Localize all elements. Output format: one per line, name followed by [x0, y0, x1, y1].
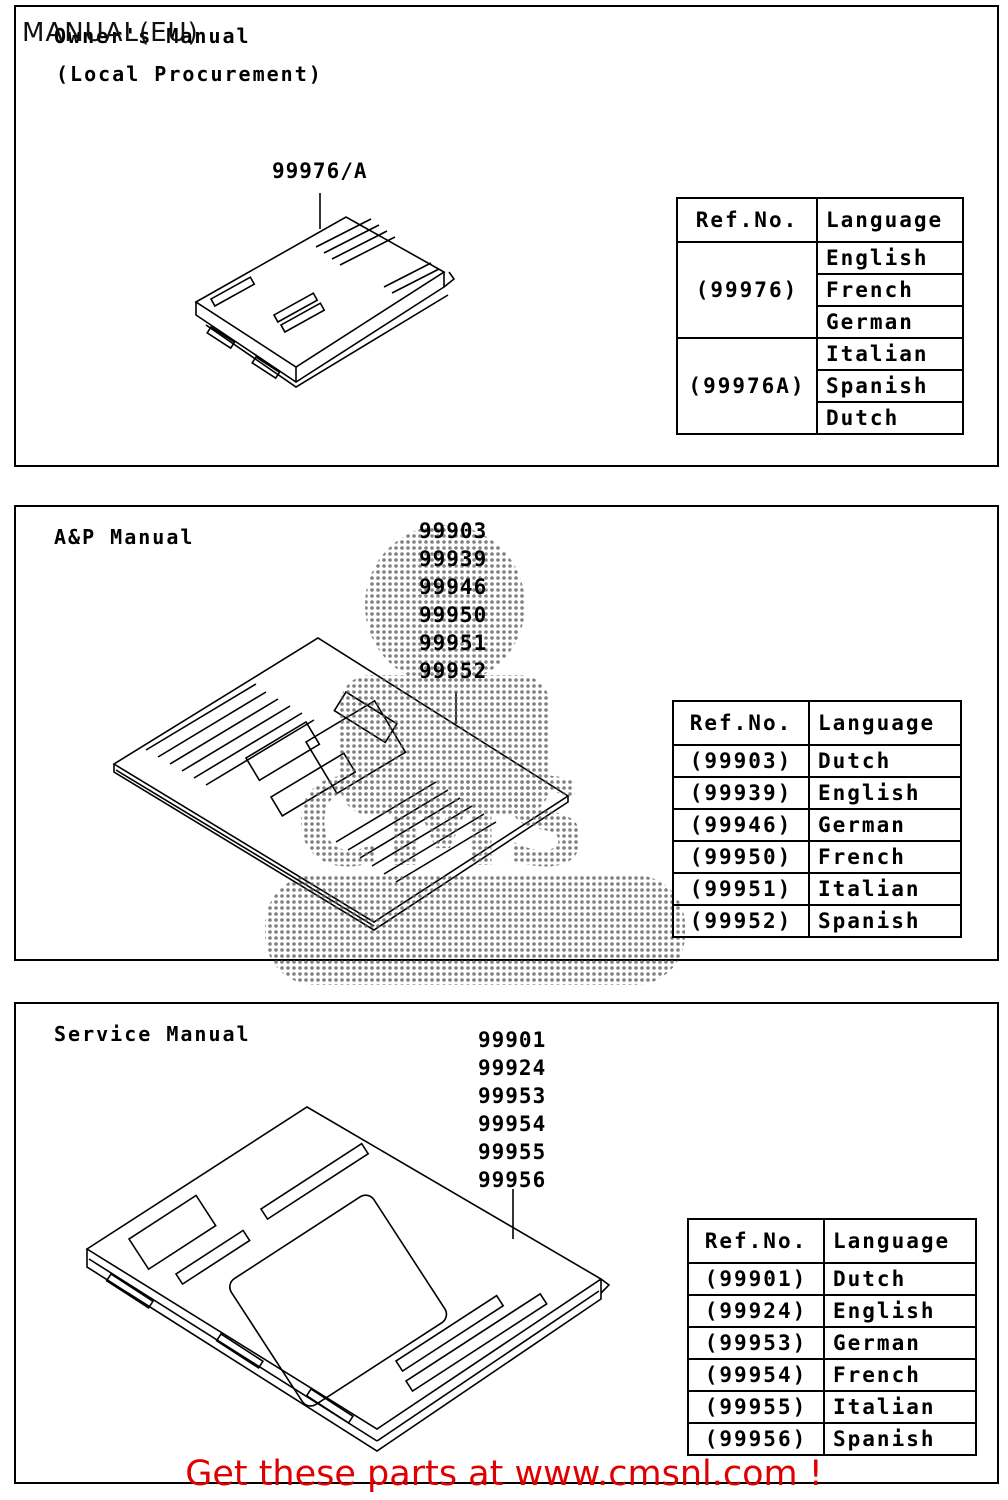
language-cell: Dutch — [816, 401, 964, 435]
ref-no-cell[interactable]: (99976) — [676, 241, 818, 339]
language-cell: French — [816, 273, 964, 307]
ref-no-cell[interactable]: (99954) — [687, 1358, 825, 1392]
callout-number[interactable]: 99955 — [478, 1140, 547, 1164]
table-row: (99952) Spanish — [672, 904, 962, 938]
ref-no-cell[interactable]: (99956) — [687, 1422, 825, 1456]
owners-manual-title: Owner's Manual — [54, 24, 251, 48]
callout-number[interactable]: 99954 — [478, 1112, 547, 1136]
language-cell: German — [808, 808, 962, 842]
table-row: (99946) German — [672, 808, 962, 842]
column-header-language: Language — [808, 700, 962, 746]
language-cell: German — [823, 1326, 977, 1360]
language-cell: Italian — [808, 872, 962, 906]
column-header-ref-no: Ref.No. — [676, 197, 818, 243]
ap-manual-callouts[interactable]: 99903 99939 99946 99950 99951 99952 — [419, 517, 487, 685]
language-cell: Dutch — [823, 1262, 977, 1296]
table-row: (99955) Italian — [687, 1390, 977, 1424]
callout-number[interactable]: 99924 — [478, 1056, 547, 1080]
owners-manual-panel: Owner's Manual (Local Procurement) 99976… — [14, 5, 999, 467]
table-row: (99950) French — [672, 840, 962, 874]
language-cell: German — [816, 305, 964, 339]
table-row: (99953) German — [687, 1326, 977, 1360]
language-cell: English — [816, 241, 964, 275]
callout-number[interactable]: 99951 — [419, 631, 488, 655]
table-row: (99939) English — [672, 776, 962, 810]
callout-number[interactable]: 99939 — [419, 547, 488, 571]
page-title: MANUAL(EU) — [22, 18, 199, 48]
language-cell: French — [808, 840, 962, 874]
table-row: (99954) French — [687, 1358, 977, 1392]
language-cell: Dutch — [808, 744, 962, 778]
ap-manual-language-table: Ref.No. Language (99903) Dutch (99939) E… — [672, 700, 962, 938]
ref-no-cell[interactable]: (99950) — [672, 840, 810, 874]
table-row: German — [677, 305, 964, 339]
language-cell: Italian — [823, 1390, 977, 1424]
column-header-language: Language — [816, 197, 964, 243]
service-manual-book-illustration — [85, 1106, 611, 1452]
table-row: Dutch — [677, 401, 964, 435]
table-row: Spanish — [677, 369, 964, 403]
service-manual-title: Service Manual — [54, 1022, 251, 1046]
table-row: (99903) Dutch — [672, 744, 962, 778]
ref-no-cell[interactable]: (99953) — [687, 1326, 825, 1360]
table-row: (99951) Italian — [672, 872, 962, 906]
column-header-ref-no: Ref.No. — [672, 700, 810, 746]
table-row: (99976) English — [676, 241, 964, 339]
ref-no-cell[interactable]: (99924) — [687, 1294, 825, 1328]
ap-manual-title: A&P Manual — [54, 525, 195, 549]
column-header-ref-no: Ref.No. — [687, 1218, 825, 1264]
service-manual-language-table: Ref.No. Language (99901) Dutch (99924) E… — [687, 1218, 977, 1456]
column-header-language: Language — [823, 1218, 977, 1264]
language-cell: Spanish — [816, 369, 964, 403]
ref-no-cell[interactable]: (99955) — [687, 1390, 825, 1424]
callout-number[interactable]: 99952 — [419, 659, 488, 683]
table-row: French — [677, 273, 964, 307]
ref-no-cell[interactable]: (99903) — [672, 744, 810, 778]
ap-manual-book-illustration — [112, 637, 570, 931]
language-cell: French — [823, 1358, 977, 1392]
language-cell: Spanish — [808, 904, 962, 938]
service-manual-callouts[interactable]: 99901 99924 99953 99954 99955 99956 — [478, 1026, 546, 1194]
owners-manual-callout[interactable]: 99976/A — [272, 159, 368, 183]
ref-no-cell[interactable]: (99951) — [672, 872, 810, 906]
owners-manual-language-table: Ref.No. Language (99976) English French … — [676, 197, 964, 435]
callout-number[interactable]: 99903 — [419, 519, 488, 543]
ref-no-cell[interactable]: (99946) — [672, 808, 810, 842]
callout-number[interactable]: 99953 — [478, 1084, 547, 1108]
callout-number[interactable]: 99950 — [419, 603, 488, 627]
owners-manual-book-illustration — [194, 193, 456, 388]
footer-link-banner[interactable]: Get these parts at www.cmsnl.com ! — [185, 1454, 823, 1494]
owners-manual-subtitle: (Local Procurement) — [56, 62, 323, 86]
table-row: (99924) English — [687, 1294, 977, 1328]
table-row: (99956) Spanish — [687, 1422, 977, 1456]
language-cell: Spanish — [823, 1422, 977, 1456]
language-cell: Italian — [816, 337, 964, 371]
language-cell: English — [823, 1294, 977, 1328]
service-manual-panel: Service Manual 99901 99924 99953 99954 9… — [14, 1002, 999, 1484]
callout-number[interactable]: 99946 — [419, 575, 488, 599]
ref-no-cell[interactable]: (99939) — [672, 776, 810, 810]
callout-number[interactable]: 99956 — [478, 1168, 547, 1192]
table-row: (99976A) Italian — [676, 337, 964, 435]
callout-number[interactable]: 99901 — [478, 1028, 547, 1052]
table-row: (99901) Dutch — [687, 1262, 977, 1296]
language-cell: English — [808, 776, 962, 810]
ref-no-cell[interactable]: (99901) — [687, 1262, 825, 1296]
ref-no-cell[interactable]: (99952) — [672, 904, 810, 938]
ap-manual-panel: A&P Manual 99903 99939 99946 99950 99951… — [14, 505, 999, 961]
ref-no-cell[interactable]: (99976A) — [676, 337, 818, 435]
